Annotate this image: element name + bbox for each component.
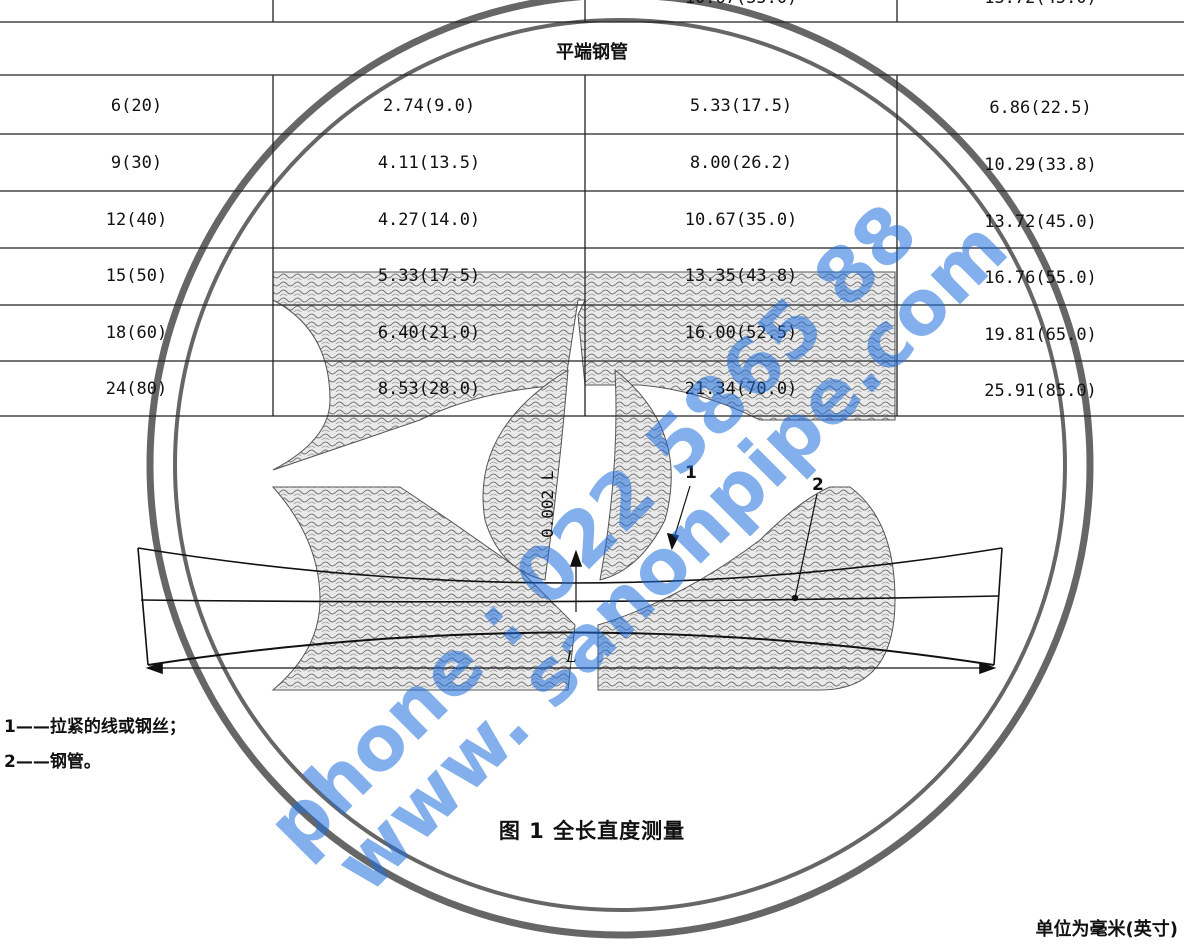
callout-2-label: 2 [812, 475, 824, 495]
callout-1-label: 1 [685, 463, 697, 483]
table-cell: 8.53(28.0) [377, 379, 481, 399]
table-cell: 16.76(55.0) [984, 268, 1097, 288]
section-title: 平端钢管 [556, 42, 628, 63]
deviation-arrow [569, 549, 583, 567]
tight-wire [140, 595, 999, 603]
table-cell: 19.81(65.0) [984, 325, 1097, 345]
table-cell: 13.72(45.0) [984, 212, 1097, 232]
length-label: L [566, 647, 577, 666]
logo-upper-block [272, 271, 896, 471]
seal-outer-ring [146, 0, 1094, 939]
pipe-left-end [137, 547, 149, 666]
callout-2-dot [791, 594, 799, 602]
pipe-bottom-edge [147, 631, 995, 666]
pipe-right-end [993, 547, 1003, 666]
table-cell: 13.72(45.0) [897, 0, 1184, 8]
table-cell: 16.00(52.5) [684, 323, 798, 343]
table-cell: 5.33(17.5) [377, 266, 481, 286]
legend-item-2: 2——钢管。 [4, 752, 101, 772]
table-cell: 2.74(9.0) [382, 96, 476, 116]
table-cell: 24(80) [105, 379, 168, 399]
table-cell: 10.67(35.0) [684, 210, 798, 230]
table-cell: 18(60) [105, 323, 168, 343]
pipe-top-edge [137, 547, 1003, 584]
table-cell: 5.33(17.5) [689, 96, 793, 116]
table-cell: 10.29(33.8) [984, 155, 1097, 175]
units-note: 单位为毫米(英寸) [1035, 919, 1178, 940]
table-cell: 4.11(13.5) [377, 153, 481, 173]
table-grid [0, 0, 1184, 417]
table-cell: 15(50) [105, 266, 168, 286]
callout-1-arrow [666, 532, 680, 551]
table-cell: 9(30) [110, 153, 163, 173]
length-arrow-right [979, 661, 997, 675]
legend-item-1: 1——拉紧的线或钢丝； [4, 717, 186, 737]
table-cell: 12(40) [105, 210, 168, 230]
length-arrow-left [145, 661, 163, 675]
table-cell: 6.40(21.0) [377, 323, 481, 343]
callout-2-leader [794, 493, 818, 599]
table-cell: 25.91(85.0) [984, 381, 1097, 401]
table-cell: 8.00(26.2) [689, 153, 793, 173]
table-cell: 13.35(43.8) [684, 266, 798, 286]
table-cell: 10.67(35.0) [585, 0, 897, 8]
table-cell: 6.86(22.5) [989, 98, 1092, 118]
table-cell: 21.34(70.0) [684, 379, 798, 399]
straightness-figure [137, 485, 1003, 675]
figure-caption: 图 1 全长直度测量 [498, 819, 686, 843]
logo-leaf-right [599, 368, 672, 581]
table-cell: 4.27(14.0) [377, 210, 481, 230]
seal-inner-ring [173, 18, 1067, 912]
table-cell: 6(20) [110, 96, 163, 116]
logo-leaf-left [482, 369, 569, 581]
